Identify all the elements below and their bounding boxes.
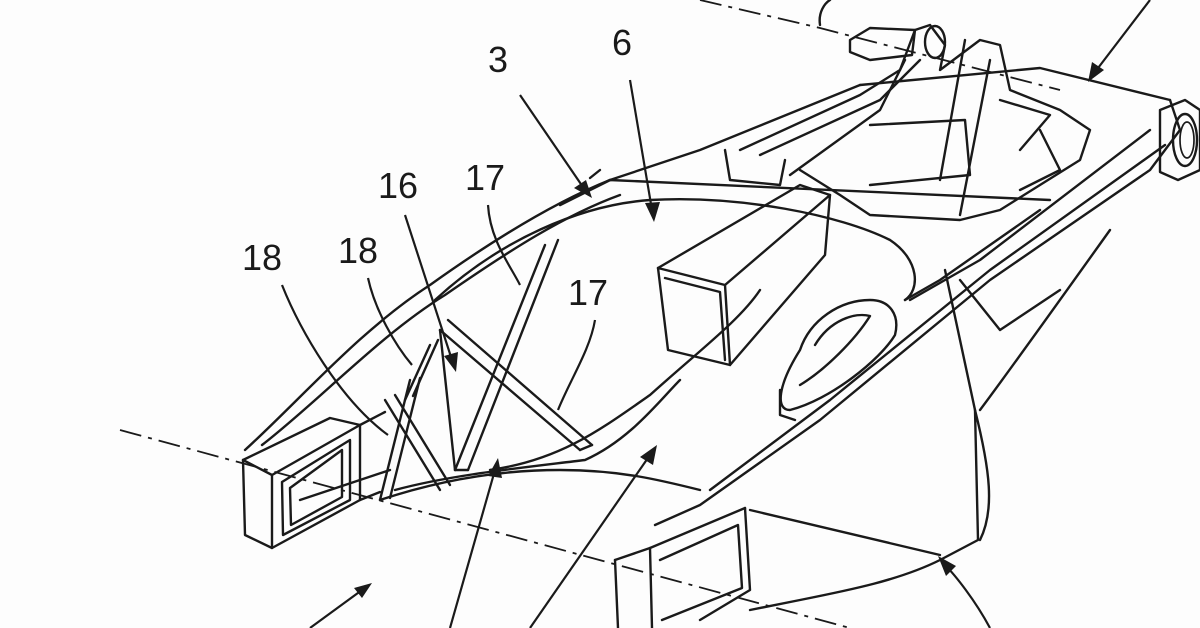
center-axis-upper xyxy=(699,0,1061,91)
ref-numeral-3: 3 xyxy=(488,39,508,80)
frame-body xyxy=(243,66,1182,527)
right-frame-leg xyxy=(978,228,1112,412)
ref-numeral-18-left: 18 xyxy=(242,237,282,278)
rear-eye xyxy=(1158,98,1200,182)
front-tube-end xyxy=(241,410,387,550)
ref-numeral-16: 16 xyxy=(378,165,418,206)
center-axis-lower xyxy=(119,429,851,628)
rear-tube-end xyxy=(613,268,1062,628)
leader-lines xyxy=(280,0,1151,628)
inner-pocket xyxy=(778,298,898,422)
strut-braces xyxy=(378,238,594,502)
ref-numeral-17-top: 17 xyxy=(465,157,505,198)
square-tube xyxy=(656,183,832,367)
ref-numeral-17-mid: 17 xyxy=(568,272,608,313)
ref-numeral-6: 6 xyxy=(612,22,632,63)
upper-mount xyxy=(723,0,1092,222)
ref-numeral-18-right: 18 xyxy=(338,230,378,271)
